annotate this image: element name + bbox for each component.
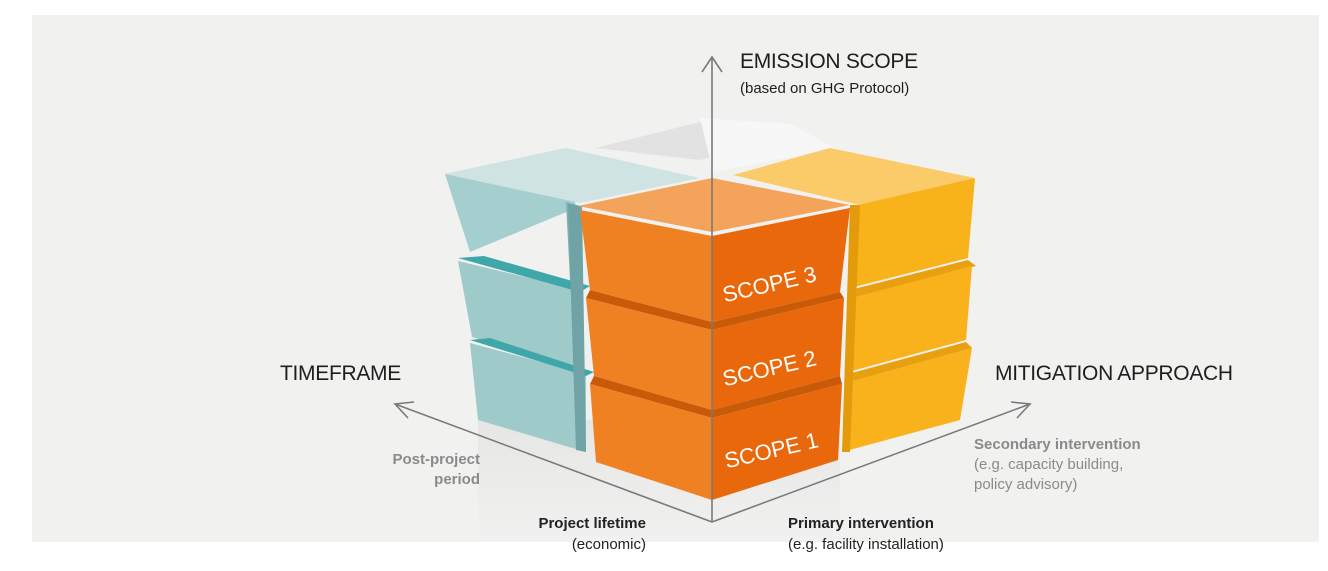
orange-gap3 (586, 290, 844, 330)
orange-block3-left (580, 210, 712, 322)
orange-block3-right (712, 208, 850, 322)
primary-intervention-line1: Primary intervention (788, 515, 934, 532)
teal-block-mid-top (458, 256, 590, 292)
orange-block2-left (586, 298, 712, 410)
teal-block-low-top (470, 338, 594, 376)
yellow-block-top (850, 178, 975, 288)
timeframe-axis-line (394, 403, 713, 523)
yellow-column (733, 148, 976, 452)
yellow-side-strip (842, 205, 860, 452)
yellow-block-mid-top (850, 260, 976, 298)
orange-column (578, 178, 850, 500)
orange-gap2 (590, 376, 842, 418)
project-lifetime-label-line1: Project lifetime (538, 515, 646, 532)
yellow-block-low-top (848, 342, 972, 382)
mitigation-axis-arrowhead (1010, 401, 1032, 419)
mitigation-axis-line (711, 403, 1031, 523)
secondary-intervention-line3: policy advisory) (974, 476, 1078, 493)
teal-block-low (470, 343, 586, 452)
yellow-block-mid (848, 266, 972, 372)
teal-block-top-upper (445, 148, 700, 203)
mitigation-approach-title: MITIGATION APPROACH (995, 362, 1233, 385)
timeframe-title: TIMEFRAME (280, 362, 401, 385)
yellow-block-top-upper (733, 148, 975, 205)
secondary-intervention-line1: Secondary intervention (974, 436, 1141, 453)
back-top-right (700, 118, 835, 172)
post-project-label-line1: Post-project (392, 451, 480, 468)
post-project-label-line2: period (434, 471, 480, 488)
secondary-intervention-line2: (e.g. capacity building, (974, 456, 1124, 473)
yellow-block-low (842, 348, 972, 452)
emission-scope-title: EMISSION SCOPE (740, 50, 918, 73)
teal-column (445, 148, 700, 452)
orange-block1-left (590, 384, 712, 500)
project-lifetime-label-line2: (economic) (571, 536, 646, 553)
vertical-axis-arrowhead (701, 55, 723, 73)
primary-intervention-line2: (e.g. facility installation) (788, 536, 944, 553)
teal-side-strip (568, 204, 586, 452)
emission-scope-subtitle: (based on GHG Protocol) (740, 80, 910, 97)
orange-block1-right (712, 384, 842, 500)
orange-top (578, 178, 850, 232)
orange-block2-right (712, 298, 844, 410)
teal-block-mid (458, 261, 580, 370)
timeframe-axis-arrowhead (393, 401, 415, 419)
axes (393, 55, 1032, 523)
